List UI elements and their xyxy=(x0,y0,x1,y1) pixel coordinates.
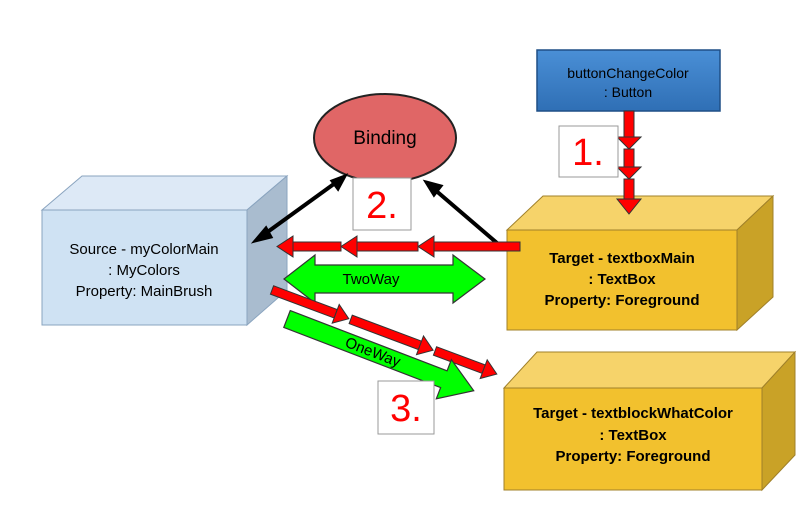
button-box-name: buttonChangeColor xyxy=(567,65,689,81)
target-main-type: : TextBox xyxy=(588,271,656,288)
step-3-label: 3. xyxy=(390,388,422,430)
step-2-label: 2. xyxy=(366,185,398,227)
twoway-label: TwoWay xyxy=(343,271,400,288)
target-block-box: Target - textblockWhatColor : TextBox Pr… xyxy=(502,350,797,492)
step-1-box: 1. xyxy=(558,125,619,178)
target-to-binding-arrow xyxy=(422,179,499,245)
red-update-arrow-to-textblock xyxy=(269,285,498,380)
source-box-name: Source - myColorMain xyxy=(69,241,218,258)
twoway-arrow: TwoWay xyxy=(283,253,486,305)
source-box: Source - myColorMain : MyColors Property… xyxy=(40,174,289,327)
button-box-type: : Button xyxy=(604,84,652,100)
target-main-property: Property: Foreground xyxy=(544,292,699,309)
target-block-type: : TextBox xyxy=(599,427,667,444)
target-block-property: Property: Foreground xyxy=(555,448,710,465)
red-update-arrow-from-button xyxy=(615,110,643,215)
target-main-name: Target - textboxMain xyxy=(549,250,695,267)
step-1-label: 1. xyxy=(572,132,604,174)
binding-label: Binding xyxy=(353,128,416,149)
target-block-name: Target - textblockWhatColor xyxy=(533,405,733,422)
source-box-property: Property: MainBrush xyxy=(76,283,213,300)
binding-node: Binding xyxy=(313,93,457,183)
source-box-type: : MyColors xyxy=(108,262,180,279)
target-main-box: Target - textboxMain : TextBox Property:… xyxy=(505,194,775,332)
red-update-arrow-to-source xyxy=(276,235,521,258)
button-change-color-box: buttonChangeColor : Button xyxy=(536,49,721,112)
binding-to-source-arrow xyxy=(250,173,349,244)
step-2-box: 2. xyxy=(352,177,412,231)
step-3-box: 3. xyxy=(377,380,435,435)
